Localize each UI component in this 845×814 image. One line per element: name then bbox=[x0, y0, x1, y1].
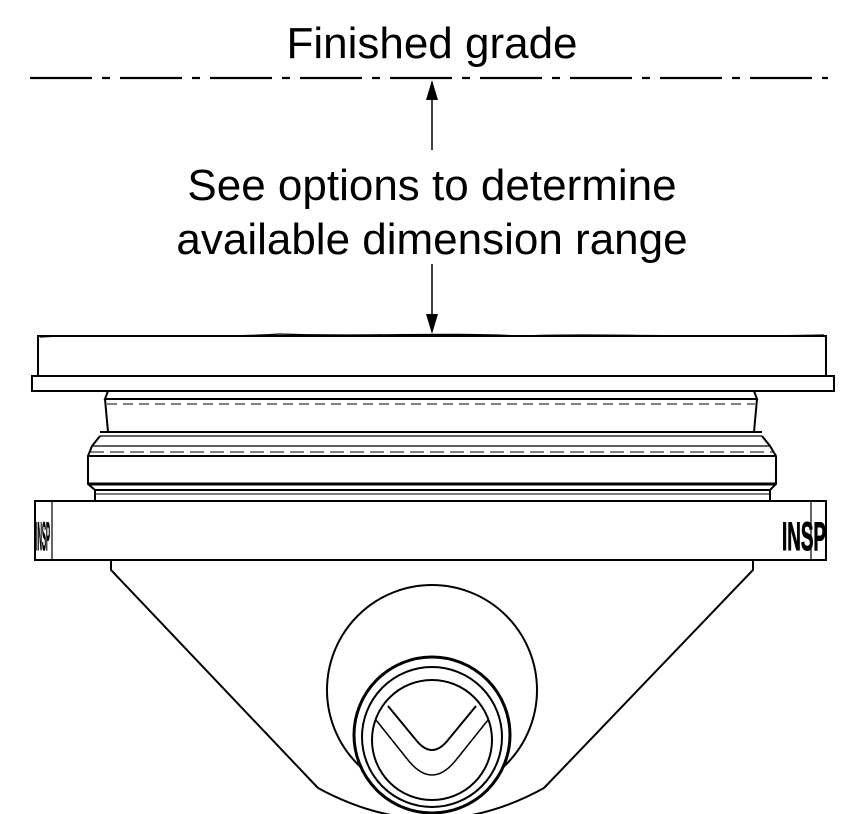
bottom-apex bbox=[317, 787, 545, 814]
grate-cover bbox=[31, 333, 835, 392]
dimension-arrow-bottom bbox=[426, 264, 438, 334]
basin-body-band bbox=[34, 500, 827, 561]
finished-grade-label: Finished grade bbox=[286, 19, 577, 68]
flow-chevron-outer bbox=[375, 719, 489, 776]
dimension-note-line-1: See options to determine bbox=[187, 161, 676, 210]
adapter-ring-upper bbox=[100, 390, 762, 437]
flow-chevron bbox=[387, 705, 477, 751]
dimension-arrow-top bbox=[426, 80, 438, 150]
right-stamp-text: INSP bbox=[782, 515, 826, 559]
outlet-pipe bbox=[352, 655, 512, 814]
left-stamp-text: INSP bbox=[36, 515, 50, 559]
dimension-note-line-2: available dimension range bbox=[176, 215, 687, 264]
tapered-body bbox=[110, 560, 754, 789]
adapter-ring-lower bbox=[87, 435, 777, 501]
